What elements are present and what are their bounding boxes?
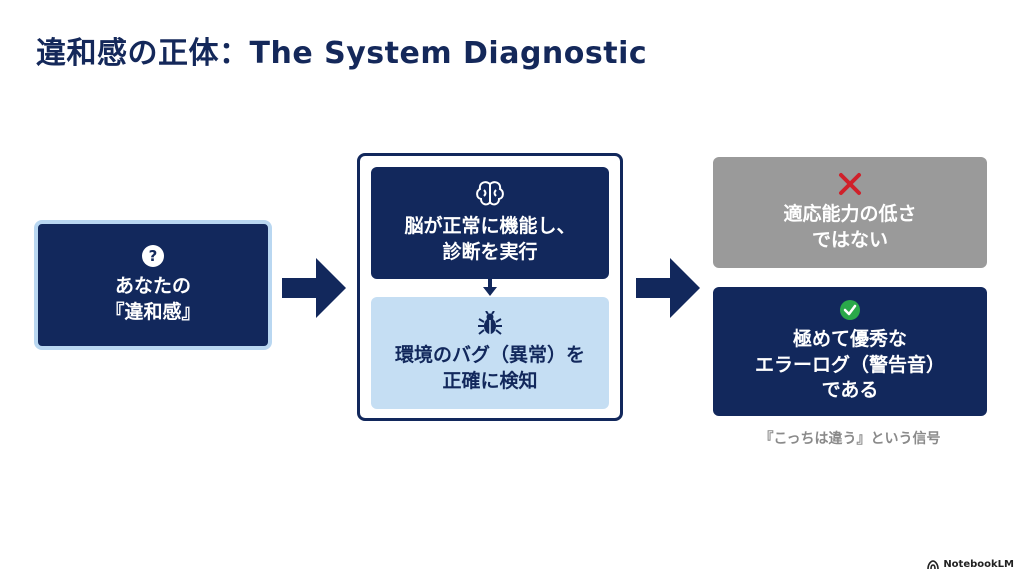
environment-bug-text: 環境のバグ（異常）を 正確に検知	[394, 344, 585, 392]
arrow-down-icon	[483, 279, 497, 296]
notebooklm-logo-icon	[927, 559, 940, 569]
excellent-error-log-box: 極めて優秀な エラーログ（警告音） である	[713, 287, 987, 416]
bug-icon	[477, 311, 503, 337]
brand-label: NotebookLM	[943, 559, 1014, 570]
svg-text:?: ?	[149, 247, 158, 265]
not-low-adaptability-text: 適応能力の低さ ではない	[783, 202, 917, 251]
your-discomfort-text: あなたの 『違和感』	[105, 275, 201, 323]
excellent-error-log-text: 極めて優秀な エラーログ（警告音） である	[754, 328, 945, 402]
not-low-adaptability-box: 適応能力の低さ ではない	[713, 157, 987, 268]
page-title: 違和感の正体：The System Diagnostic	[36, 36, 648, 71]
brand-mark: NotebookLM	[927, 559, 1014, 570]
brain-function-box: 脳が正常に機能し、 診断を実行	[371, 167, 609, 279]
signal-caption: 『こっちは違う』という信号	[759, 431, 941, 447]
brain-function-text: 脳が正常に機能し、 診断を実行	[404, 215, 576, 263]
cross-icon	[838, 172, 862, 196]
check-circle-icon	[839, 299, 861, 321]
your-discomfort-box: ? あなたの 『違和感』	[34, 220, 272, 350]
arrow-right-icon	[636, 258, 700, 318]
environment-bug-box: 環境のバグ（異常）を 正確に検知	[371, 297, 609, 409]
brain-icon	[475, 180, 505, 208]
arrow-right-icon	[282, 258, 346, 318]
question-icon: ?	[141, 244, 165, 268]
